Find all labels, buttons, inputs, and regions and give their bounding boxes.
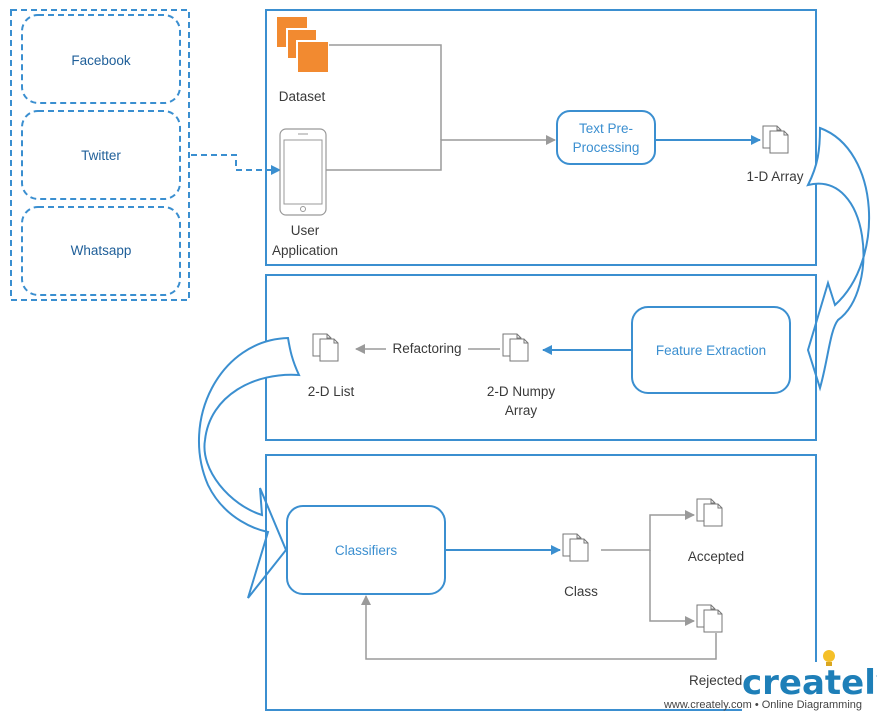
flow-curved-arrow-right	[806, 126, 871, 392]
branding-backdrop	[742, 662, 877, 720]
sources-to-app-connector	[191, 154, 281, 175]
class-label: Class	[564, 584, 598, 599]
text-preprocessing-label-line1: Text Pre-	[579, 121, 633, 136]
sources-group: Facebook Twitter Whatsapp	[10, 9, 190, 301]
classifiers-label: Classifiers	[335, 543, 398, 558]
class-to-rejected-arrow	[649, 550, 695, 626]
numpy-array-label-line1: 2-D Numpy	[487, 384, 556, 399]
facebook-label: Facebook	[71, 53, 131, 68]
app-connector	[326, 135, 556, 171]
sources-outer-dashed-border	[10, 9, 190, 301]
text-preprocessing-label-line2: Processing	[573, 140, 640, 155]
numpy-array-label-line2: Array	[505, 403, 538, 418]
classifiers-box[interactable]	[286, 505, 446, 595]
facebook-box[interactable]	[21, 14, 181, 104]
rejected-feedback-loop	[361, 595, 717, 660]
one-d-array-doc-icon	[762, 125, 789, 154]
twitter-box[interactable]	[21, 110, 181, 200]
user-app-label-line2: Application	[272, 243, 338, 258]
user-app-label-line1: User	[291, 223, 320, 238]
whatsapp-box[interactable]	[21, 206, 181, 296]
panel-classification	[265, 454, 817, 711]
lightbulb-icon	[823, 650, 835, 666]
class-to-accepted-arrow	[601, 510, 695, 551]
rejected-label: Rejected	[689, 673, 742, 688]
numpy-array-doc-icon	[502, 333, 529, 362]
creately-logo: creately	[742, 663, 877, 703]
class-doc-icon	[562, 533, 589, 562]
dataset-connector	[329, 44, 442, 140]
two-d-list-label: 2-D List	[308, 384, 355, 399]
panel-ingestion	[265, 9, 817, 266]
rejected-doc-icon	[696, 604, 723, 633]
one-d-array-label: 1-D Array	[746, 169, 803, 184]
feature-extraction-label: Feature Extraction	[656, 343, 766, 358]
phone-icon	[279, 128, 327, 216]
feature-extraction-box[interactable]	[631, 306, 791, 394]
flow-curved-arrow-left	[198, 336, 301, 599]
two-d-list-doc-icon	[312, 333, 339, 362]
refactoring-label: Refactoring	[392, 341, 461, 356]
twitter-label: Twitter	[81, 148, 121, 163]
text-preprocessing-box[interactable]	[556, 110, 656, 165]
dataset-label: Dataset	[279, 89, 326, 104]
whatsapp-label: Whatsapp	[71, 243, 132, 258]
dataset-icon	[277, 17, 330, 74]
creately-tagline: www.creately.com • Online Diagramming	[663, 699, 862, 711]
accepted-label: Accepted	[688, 549, 744, 564]
accepted-doc-icon	[696, 498, 723, 527]
